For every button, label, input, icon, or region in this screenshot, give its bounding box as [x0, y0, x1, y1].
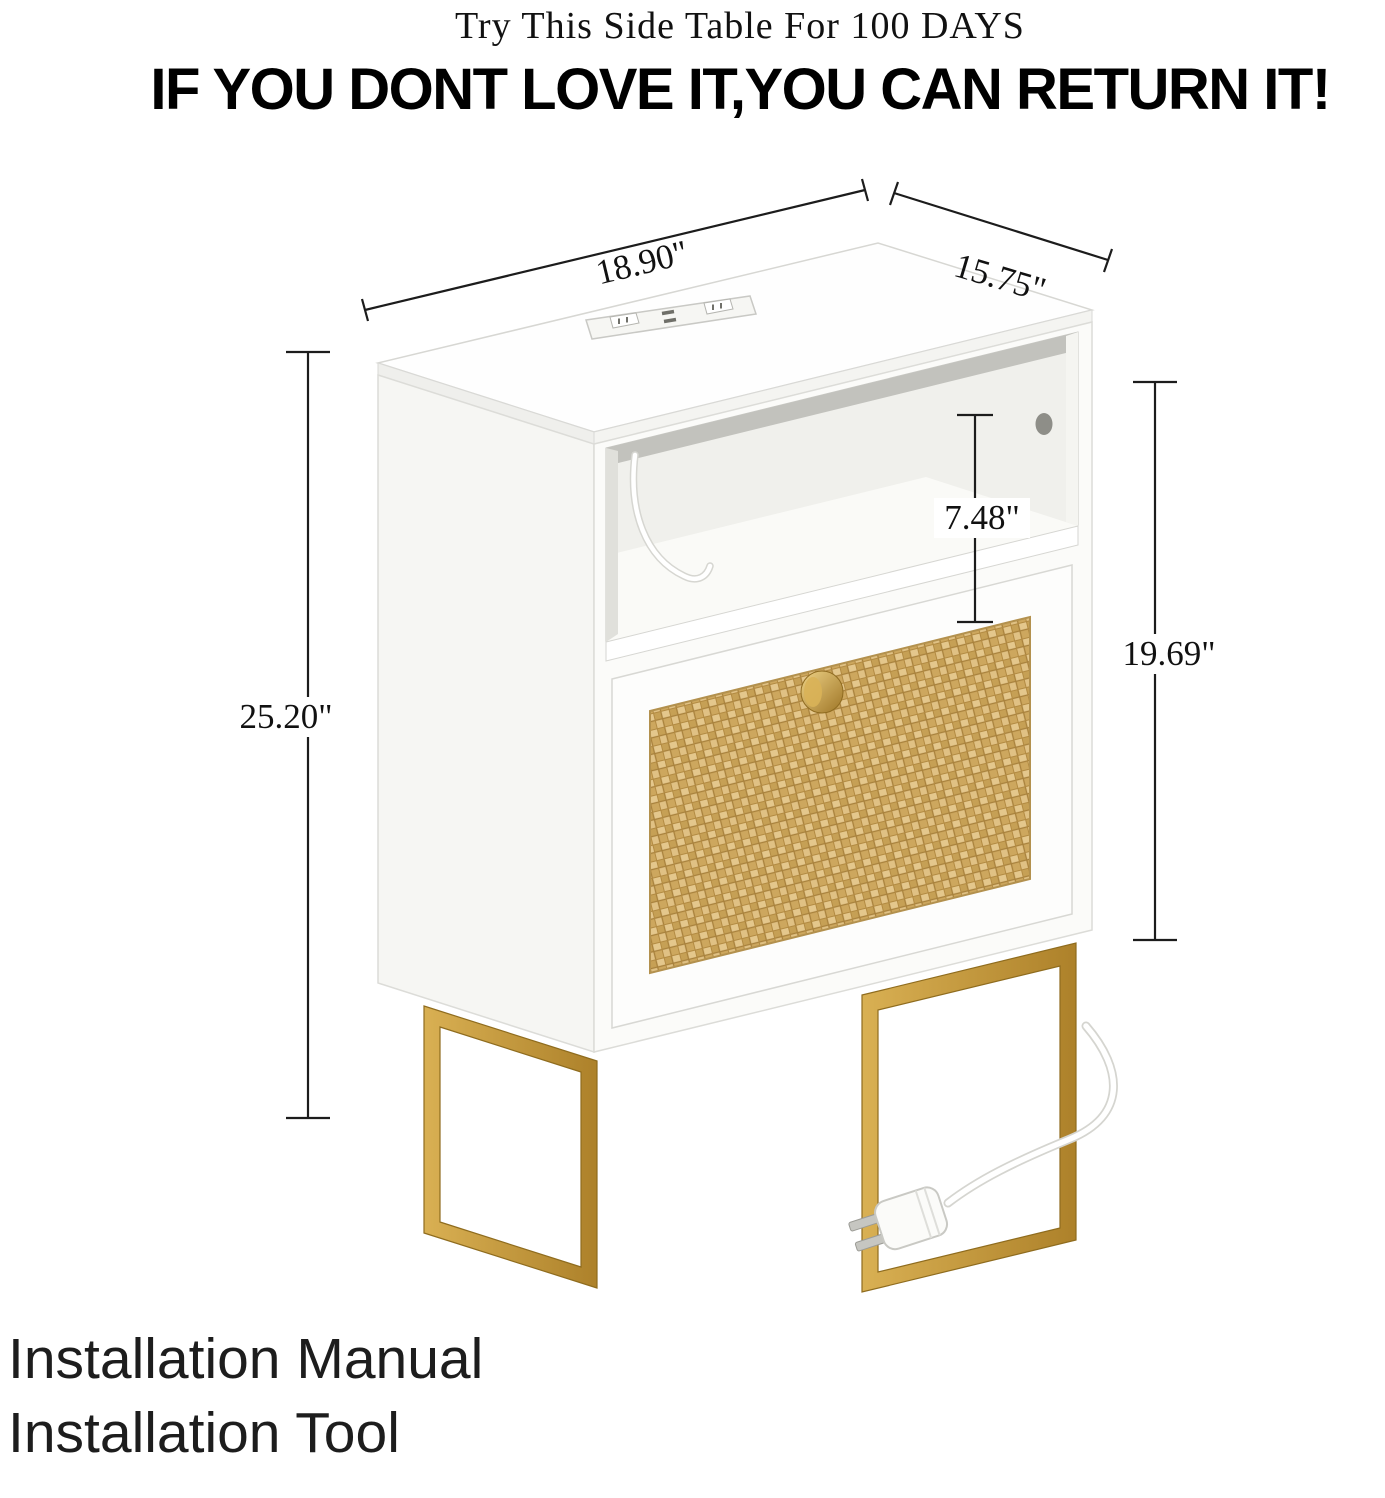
power-cord-outline — [943, 1021, 1118, 1208]
shelf-opening-left-wall — [606, 448, 618, 642]
rattan-drawer-panel — [649, 615, 1031, 975]
power-outlet-right — [703, 298, 734, 315]
dimension-line-depth — [888, 181, 1114, 273]
leg-left — [423, 1005, 598, 1289]
table-left-panel — [377, 373, 595, 1054]
footer-installation-manual: Installation Manual — [8, 1327, 484, 1391]
plug-ribs — [914, 1187, 941, 1239]
drawer-knob-face — [804, 677, 822, 707]
headline: IF YOU DONT LOVE IT,YOU CAN RETURN IT! — [150, 57, 1331, 122]
shelf-opening-top-shadow — [606, 332, 1078, 466]
interior-power-cord — [631, 452, 713, 582]
plug-body — [874, 1186, 949, 1251]
power-cord-group — [848, 1021, 1118, 1252]
power-outlet-left — [609, 312, 640, 329]
dimension-label-cabinet-height: 19.69" — [1104, 634, 1234, 674]
power-strip — [585, 295, 757, 340]
drawer — [611, 564, 1073, 1029]
leg-right — [861, 942, 1077, 1293]
outlet-left-slots — [618, 317, 628, 324]
dimension-label-opening-height: 7.48" — [934, 498, 1030, 538]
legs — [423, 942, 1077, 1293]
power-plug — [848, 1186, 949, 1252]
shelf-board-edge — [605, 525, 1079, 662]
cable-hole — [1035, 413, 1053, 435]
tagline: Try This Side Table For 100 DAYS — [455, 5, 1025, 47]
shelf-opening — [605, 331, 1079, 662]
footer-installation-tool: Installation Tool — [8, 1401, 400, 1465]
dimension-label-overall-height: 25.20" — [234, 697, 338, 737]
outlet-right-slots — [712, 303, 722, 310]
dimension-line-width — [360, 178, 870, 322]
usb-ports — [661, 309, 677, 324]
shelf-opening-right-wall — [1066, 332, 1078, 526]
power-cord — [945, 1023, 1117, 1206]
